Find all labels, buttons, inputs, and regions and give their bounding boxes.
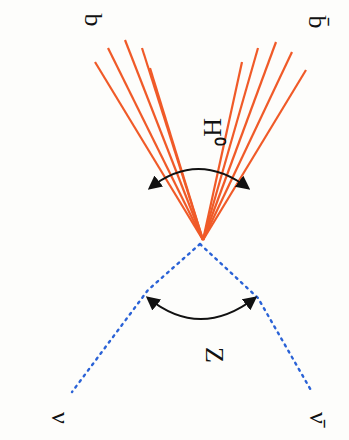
particle-label: H⁰: [199, 118, 225, 146]
higgs-angle-arc: [150, 169, 248, 188]
quark-label: b: [79, 14, 105, 27]
neutrino-label: ν: [47, 412, 73, 424]
b-jet: [95, 40, 203, 240]
particle-label: Z: [201, 347, 227, 363]
antineutrino-label: ν̄: [305, 412, 331, 424]
antiquark-label: b̄: [303, 16, 329, 29]
neutrino-lines: [72, 244, 312, 392]
z-angle-arc: [148, 298, 255, 319]
